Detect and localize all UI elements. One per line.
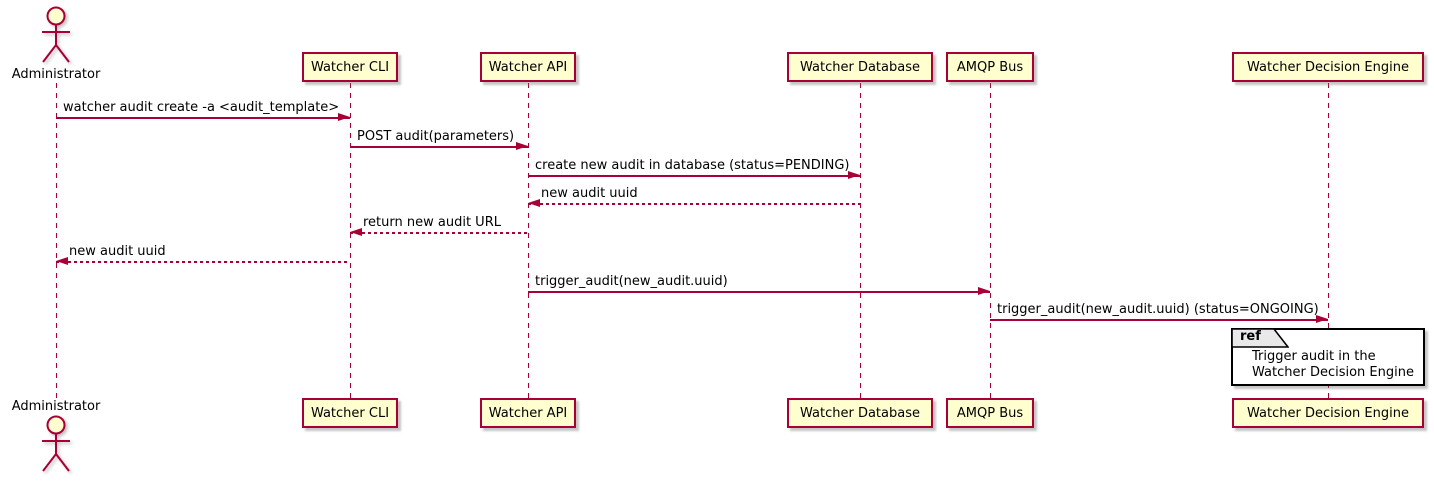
arrowhead-icon [338, 113, 350, 121]
message-label-1: watcher audit create -a <audit_template> [63, 100, 340, 115]
arrowhead-icon [516, 142, 528, 150]
ref-pentagon-icon [1231, 328, 1290, 348]
message-line-2 [350, 146, 528, 148]
participant-label-bottom-administrator: Administrator [11, 399, 101, 414]
participant-box-top-watcher-cli: Watcher CLI [302, 52, 398, 82]
actor-icon-bottom [36, 415, 76, 475]
lifeline-watcher-cli [349, 83, 351, 398]
message-label-7: trigger_audit(new_audit.uuid) [535, 274, 728, 289]
ref-keyword-tag: ref [1231, 328, 1290, 348]
lifeline-watcher-decision-engine [1327, 83, 1329, 398]
arrowhead-icon [978, 287, 990, 295]
arrowhead-icon [848, 171, 860, 179]
participant-box-top-watcher-api: Watcher API [480, 52, 576, 82]
stick-figure-icon [42, 6, 70, 63]
stick-figure-icon [42, 415, 70, 472]
message-line-5 [350, 232, 528, 234]
message-line-3 [528, 175, 860, 177]
participant-box-bottom-amqp-bus: AMQP Bus [946, 398, 1034, 428]
ref-text-line: Trigger audit in the [1252, 349, 1376, 364]
actor-icon-top [36, 6, 76, 66]
message-line-1 [56, 117, 350, 119]
message-label-4: new audit uuid [541, 186, 638, 201]
participant-box-bottom-watcher-database: Watcher Database [787, 398, 933, 428]
message-label-3: create new audit in database (status=PEN… [535, 158, 850, 173]
lifeline-watcher-database [859, 83, 861, 398]
participant-box-top-watcher-database: Watcher Database [787, 52, 933, 82]
message-label-8: trigger_audit(new_audit.uuid) (status=ON… [997, 302, 1319, 317]
lifeline-administrator [55, 83, 57, 398]
participant-box-top-watcher-decision-engine: Watcher Decision Engine [1232, 52, 1424, 82]
message-line-8 [990, 319, 1328, 321]
arrowhead-icon [350, 228, 362, 236]
participant-label-top-administrator: Administrator [11, 67, 101, 82]
message-line-4 [528, 203, 860, 205]
message-label-6: new audit uuid [69, 244, 166, 259]
lifeline-amqp-bus [989, 83, 991, 398]
arrowhead-icon [56, 257, 68, 265]
ref-keyword: ref [1240, 329, 1261, 344]
arrowhead-icon [528, 199, 540, 207]
arrowhead-icon [1316, 315, 1328, 323]
lifeline-watcher-api [527, 83, 529, 398]
participant-box-bottom-watcher-cli: Watcher CLI [302, 398, 398, 428]
participant-box-bottom-watcher-api: Watcher API [480, 398, 576, 428]
ref-text-line: Watcher Decision Engine [1252, 364, 1414, 380]
message-line-7 [528, 291, 990, 293]
participant-box-top-amqp-bus: AMQP Bus [946, 52, 1034, 82]
message-label-5: return new audit URL [363, 215, 501, 230]
message-line-6 [56, 261, 350, 263]
message-label-2: POST audit(parameters) [357, 129, 515, 144]
participant-box-bottom-watcher-decision-engine: Watcher Decision Engine [1232, 398, 1424, 428]
